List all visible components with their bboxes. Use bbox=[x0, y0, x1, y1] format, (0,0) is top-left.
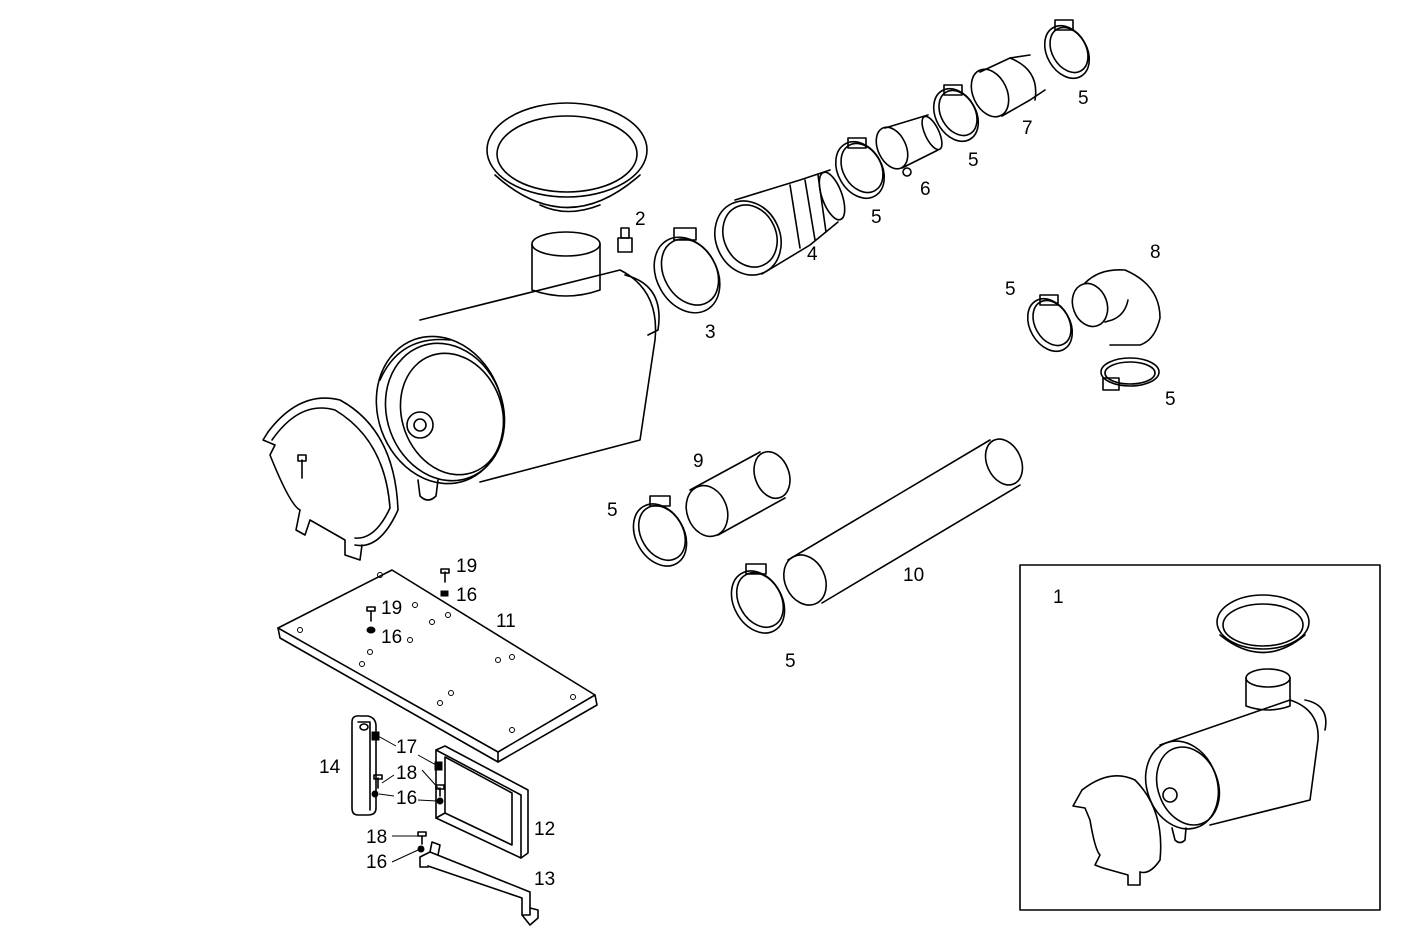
hose-clamp-5f bbox=[632, 495, 688, 567]
air-filter-housing bbox=[375, 231, 660, 501]
hose-clamp-5g bbox=[730, 563, 786, 634]
callout-labels: 1 2 3 4 5 5 5 5 5 5 5 6 7 8 9 10 11 12 1… bbox=[319, 88, 1176, 890]
callout-17: 17 bbox=[396, 737, 417, 758]
hose-clamp-3 bbox=[653, 227, 721, 314]
bracket bbox=[435, 745, 529, 859]
callout-16: 16 bbox=[456, 585, 477, 606]
inset-complete-assembly bbox=[1019, 564, 1381, 911]
sleeve bbox=[875, 114, 943, 177]
callout-16: 16 bbox=[396, 788, 417, 809]
hose-clamp-5c bbox=[1043, 19, 1091, 80]
reducer-hose bbox=[714, 169, 846, 276]
callout-2: 2 bbox=[635, 209, 646, 230]
callout-19: 19 bbox=[381, 598, 402, 619]
callout-14: 14 bbox=[319, 757, 341, 778]
strap bbox=[351, 715, 377, 816]
pipe-short bbox=[685, 450, 791, 538]
callout-5: 5 bbox=[1005, 279, 1016, 300]
hose-clamp-5e bbox=[1100, 357, 1160, 391]
callout-3: 3 bbox=[705, 322, 716, 343]
hose-clamp-5a bbox=[834, 137, 886, 200]
callout-7: 7 bbox=[1022, 118, 1033, 139]
callout-5: 5 bbox=[1078, 88, 1089, 109]
callout-8: 8 bbox=[1150, 242, 1161, 263]
leader-lines bbox=[377, 735, 441, 863]
callout-5: 5 bbox=[607, 500, 618, 521]
callout-5: 5 bbox=[785, 651, 796, 672]
hardware bbox=[366, 568, 450, 853]
callout-5: 5 bbox=[968, 150, 979, 171]
callout-4: 4 bbox=[807, 244, 818, 265]
callout-11: 11 bbox=[496, 611, 516, 632]
elbow-hose bbox=[1071, 268, 1161, 346]
callout-12: 12 bbox=[534, 819, 555, 840]
support-bar bbox=[419, 841, 539, 926]
end-cover bbox=[262, 397, 399, 561]
rubber-connector bbox=[970, 54, 1046, 118]
pipe-long bbox=[783, 438, 1024, 606]
hose-clamp-5b bbox=[932, 84, 980, 143]
mounting-plate bbox=[277, 569, 598, 763]
callout-9: 9 bbox=[693, 451, 704, 472]
callout-16: 16 bbox=[366, 852, 387, 873]
rain-cap bbox=[486, 102, 648, 213]
callout-6: 6 bbox=[920, 179, 931, 200]
callout-18: 18 bbox=[396, 763, 417, 784]
callout-5: 5 bbox=[871, 207, 882, 228]
callout-19: 19 bbox=[456, 556, 477, 577]
callout-1: 1 bbox=[1053, 587, 1064, 608]
hose-clamp-5d bbox=[1026, 294, 1074, 353]
callout-10: 10 bbox=[903, 565, 924, 586]
callout-5: 5 bbox=[1165, 389, 1176, 410]
callout-13: 13 bbox=[534, 869, 555, 890]
callout-16: 16 bbox=[381, 627, 402, 648]
vacuator-valve bbox=[617, 227, 633, 253]
callout-18: 18 bbox=[366, 827, 387, 848]
